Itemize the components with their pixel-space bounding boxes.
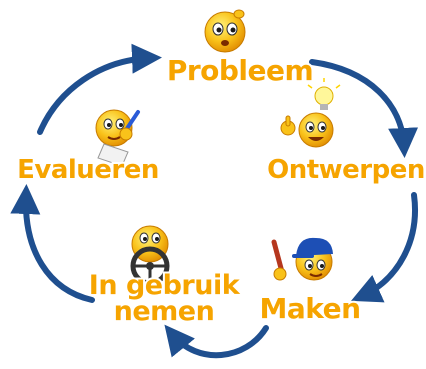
thinking-emoji-icon <box>204 9 246 53</box>
arrow-evalueren-to-probleem <box>37 43 162 135</box>
stage-label-evalueren: Evalueren <box>17 155 159 185</box>
lightbulb-idea-emoji-icon <box>280 78 341 148</box>
stage-label-in-gebruik-line1: In gebruik <box>89 270 241 301</box>
arrow-ontwerpen-to-maken <box>351 192 418 303</box>
steering-wheel-emoji-icon <box>130 225 170 286</box>
stage-label-ontwerpen: Ontwerpen <box>267 155 425 185</box>
writing-emoji-icon <box>95 109 140 167</box>
wrench-worker-emoji-icon <box>271 237 333 281</box>
arrow-probleem-to-ontwerpen <box>309 59 419 158</box>
cycle-arrows <box>10 43 419 359</box>
stage-label-in-gebruik-line2: nemen <box>114 296 215 327</box>
stage-label-probleem: Probleem <box>167 54 313 87</box>
arrow-in-gebruik-to-evalueren <box>10 184 95 303</box>
stage-label-maken: Maken <box>259 292 360 325</box>
arrow-maken-to-in-gebruik <box>164 324 269 359</box>
